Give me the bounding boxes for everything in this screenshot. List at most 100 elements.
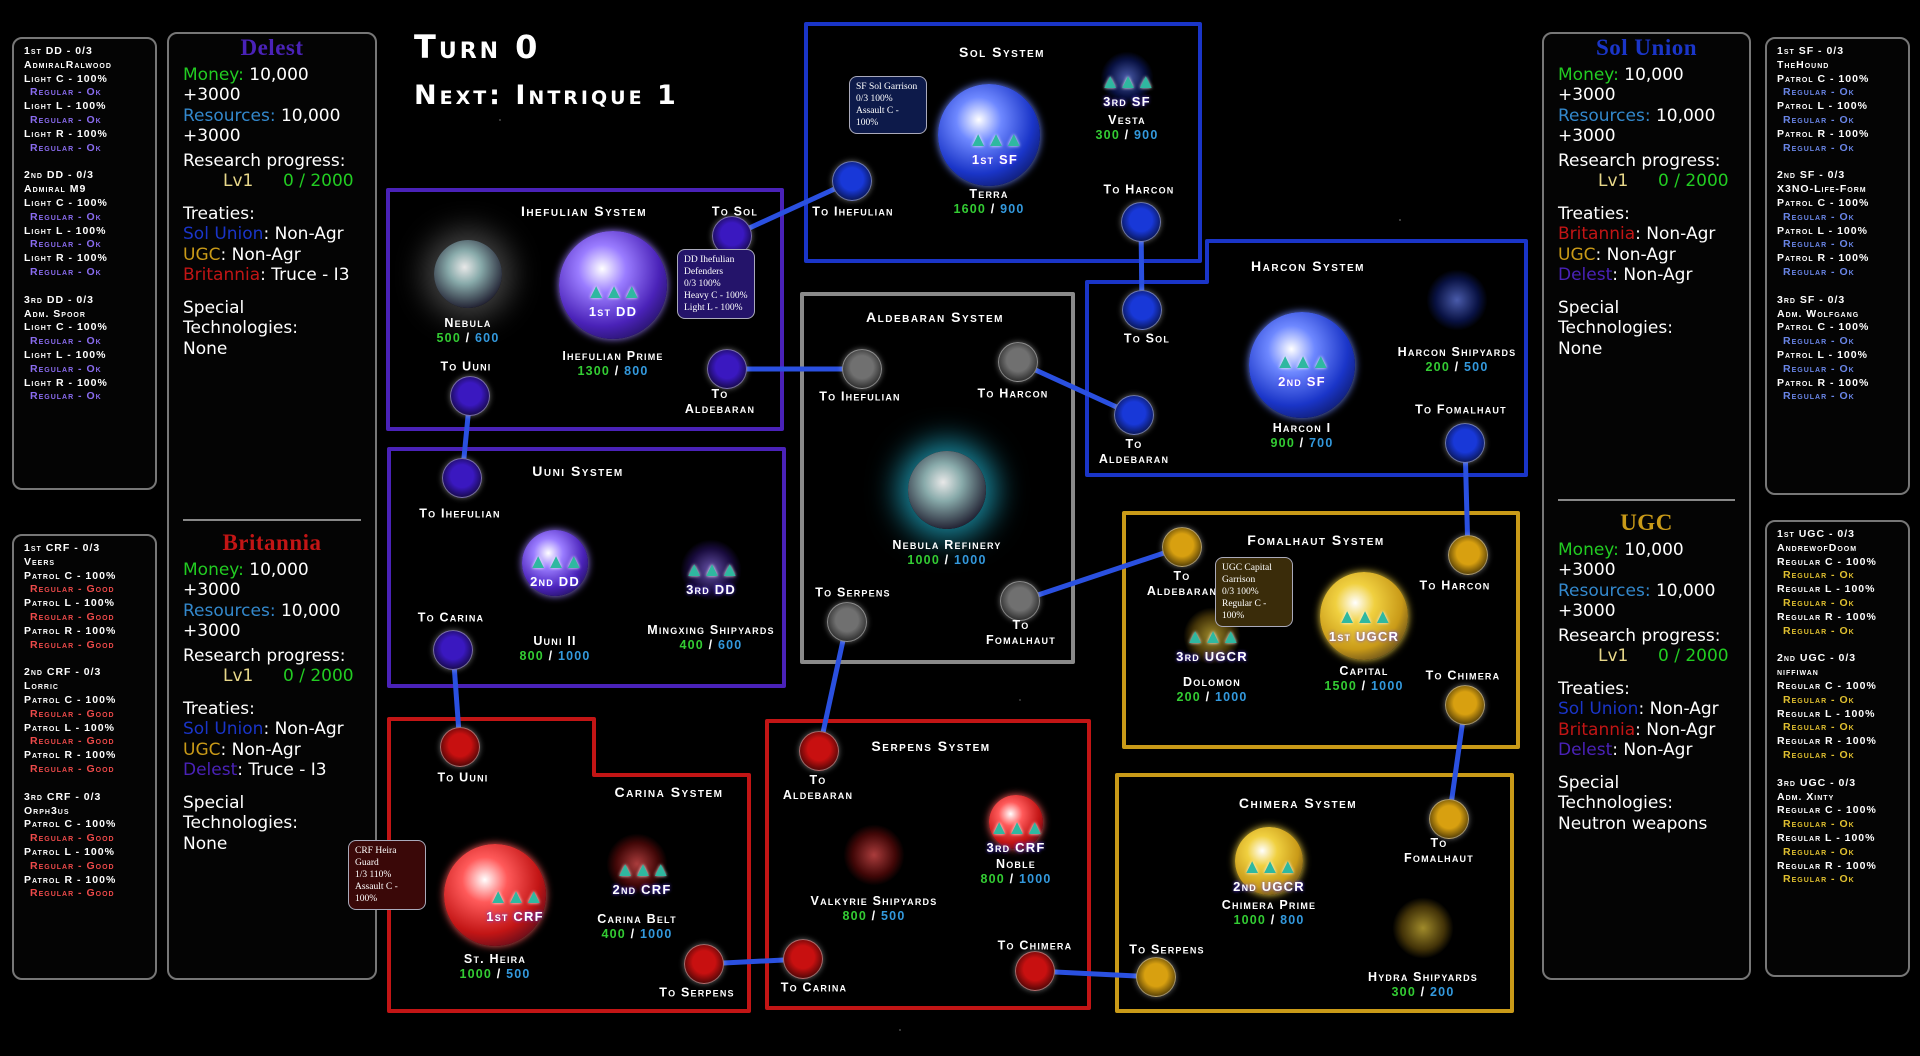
planet-body[interactable] bbox=[434, 240, 502, 308]
fleet-marker[interactable]: ▲▲▲2nd DD bbox=[528, 551, 583, 589]
fleet-marker[interactable]: ▲▲▲2nd CRF bbox=[613, 859, 672, 897]
planet-body[interactable] bbox=[908, 451, 986, 529]
jump-node[interactable] bbox=[1000, 581, 1040, 621]
jump-node-label[interactable]: To Aldebaran bbox=[1098, 437, 1170, 466]
jump-node-label[interactable]: To Ihefulian bbox=[819, 389, 901, 404]
jump-node-label[interactable]: To Serpens bbox=[1129, 942, 1205, 957]
separator: / bbox=[866, 909, 882, 923]
jump-node-label[interactable]: To Fomalhaut bbox=[986, 618, 1056, 647]
fleet-marker[interactable]: ▲▲▲1st SF bbox=[968, 129, 1023, 167]
jump-node[interactable] bbox=[442, 458, 482, 498]
jump-node[interactable] bbox=[1114, 395, 1154, 435]
jump-node-label[interactable]: To Harcon bbox=[1103, 182, 1175, 197]
treaty-status: : Truce - I3 bbox=[237, 760, 327, 780]
jump-node-label[interactable]: To Uuni bbox=[440, 359, 492, 374]
jump-node-label[interactable]: To Serpens bbox=[659, 985, 735, 1000]
jump-node-label[interactable]: To Uuni bbox=[437, 770, 489, 785]
jump-node[interactable] bbox=[998, 342, 1038, 382]
ship-crew: Regular - Good bbox=[30, 832, 115, 845]
fleet-name: 2nd SF bbox=[1278, 374, 1326, 389]
jump-node[interactable] bbox=[799, 731, 839, 771]
jump-node[interactable] bbox=[450, 376, 490, 416]
ship-crew: Regular - Ok bbox=[1783, 210, 1855, 223]
separator: / bbox=[625, 927, 640, 941]
fleet-marker[interactable]: ▲▲▲3rd UGCR bbox=[1176, 626, 1248, 664]
jump-node[interactable] bbox=[1162, 527, 1202, 567]
jump-node-label[interactable]: To Carina bbox=[780, 980, 848, 995]
fleet-name: 2nd UGCR bbox=[1233, 879, 1305, 894]
planet-body[interactable] bbox=[1320, 572, 1408, 660]
jump-node-label[interactable]: To Fomalhaut bbox=[1404, 836, 1474, 865]
jump-node-label[interactable]: To Serpens bbox=[815, 585, 891, 600]
jump-node-label[interactable]: To Aldebaran bbox=[782, 773, 854, 802]
jump-node[interactable] bbox=[1445, 685, 1485, 725]
jump-node-label[interactable]: To Carina bbox=[417, 610, 485, 625]
fleet-marker[interactable]: ▲▲▲2nd UGCR bbox=[1233, 856, 1305, 894]
jump-node[interactable] bbox=[1136, 957, 1176, 997]
jump-node[interactable] bbox=[433, 630, 473, 670]
jump-node-label[interactable]: To Sol bbox=[711, 204, 759, 219]
ship-crew: Regular - Ok bbox=[1783, 721, 1855, 734]
jump-node[interactable] bbox=[1429, 799, 1469, 839]
jump-node[interactable] bbox=[827, 602, 867, 642]
jump-node-label[interactable]: To Fomalhaut bbox=[1415, 402, 1507, 417]
planet-max: 500 bbox=[506, 967, 531, 981]
ship-status: Light C - 100% bbox=[24, 321, 108, 334]
separator: / bbox=[703, 638, 719, 652]
ship-status: Patrol C - 100% bbox=[24, 693, 117, 706]
jump-node[interactable] bbox=[1448, 535, 1488, 575]
jump-node-label[interactable]: To Ihefulian bbox=[419, 506, 501, 521]
fleet-marker[interactable]: ▲▲▲1st DD bbox=[586, 281, 641, 319]
jump-node-label[interactable]: To Sol bbox=[1123, 331, 1171, 346]
planet-body[interactable] bbox=[1249, 312, 1355, 418]
fleet-marker[interactable]: ▲▲▲1st UGCR bbox=[1329, 606, 1399, 644]
jump-node[interactable] bbox=[783, 939, 823, 979]
planet-body[interactable] bbox=[989, 795, 1043, 849]
fleet-marker[interactable]: ▲▲▲2nd SF bbox=[1275, 351, 1330, 389]
money-value: 10,000 bbox=[1624, 539, 1684, 560]
jump-node-label[interactable]: To Ihefulian bbox=[812, 204, 894, 219]
jump-node[interactable] bbox=[1122, 290, 1162, 330]
planet-body[interactable] bbox=[444, 844, 546, 946]
jump-node[interactable] bbox=[842, 349, 882, 389]
fleet-marker[interactable]: ▲▲▲3rd DD bbox=[684, 559, 739, 597]
treaty-status: : Truce - I3 bbox=[260, 265, 350, 285]
fleet-marker[interactable]: ▲▲▲3rd SF bbox=[1100, 71, 1155, 109]
planet-max: 1000 bbox=[1214, 690, 1248, 704]
jump-node[interactable] bbox=[1015, 951, 1055, 991]
planet-values: 1000 / 1000 bbox=[892, 553, 1001, 568]
fleet-marker[interactable]: ▲▲▲3rd CRF bbox=[987, 817, 1046, 855]
planet-body[interactable] bbox=[559, 231, 667, 339]
jump-node-label[interactable]: To Aldebaran bbox=[684, 387, 756, 416]
jump-node[interactable] bbox=[440, 727, 480, 767]
jump-node[interactable] bbox=[1445, 423, 1485, 463]
fleet-marker[interactable]: ▲▲▲1st CRF bbox=[486, 886, 543, 924]
jump-node[interactable] bbox=[684, 944, 724, 984]
planet-body[interactable] bbox=[938, 84, 1040, 186]
jump-node[interactable] bbox=[832, 161, 872, 201]
resources-value: 10,000 bbox=[280, 600, 341, 621]
jump-node-label[interactable]: To Aldebaran bbox=[1146, 569, 1218, 598]
jump-node-label[interactable]: To Harcon bbox=[1419, 578, 1491, 593]
jump-node-label[interactable]: To Harcon bbox=[977, 386, 1049, 401]
jump-node[interactable] bbox=[707, 349, 747, 389]
planet-body[interactable] bbox=[522, 530, 588, 596]
fleet-title: 2nd UGC - 0/3 bbox=[1777, 652, 1857, 665]
planet-name: Noble bbox=[995, 857, 1037, 871]
jump-node[interactable] bbox=[1121, 202, 1161, 242]
planet-body[interactable] bbox=[1235, 827, 1303, 895]
jump-node-label[interactable]: To Chimera bbox=[997, 938, 1073, 953]
jump-node-label[interactable]: To Chimera bbox=[1425, 668, 1501, 683]
